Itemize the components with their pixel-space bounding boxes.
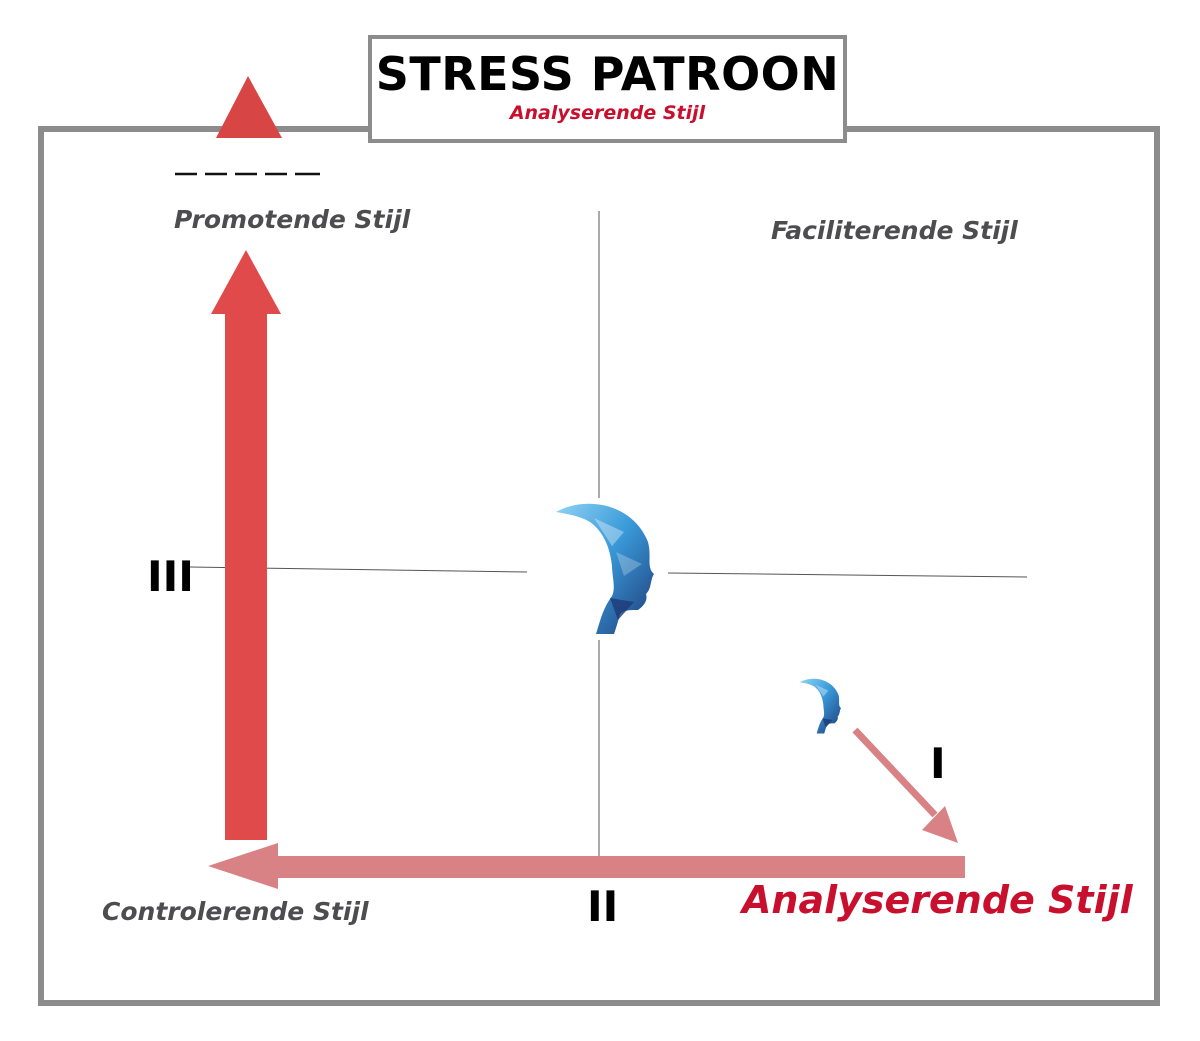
arrow-step3-shaft [225,312,267,840]
page-title: STRESS PATROON [375,47,840,101]
step-label-3: III [147,552,194,601]
step-label-2: II [587,882,619,931]
arrow-step1-shaft [852,727,938,818]
head-profile-icon [556,503,654,634]
quadrant-label-analyserende: Analyserende Stijl [742,878,1133,922]
step-label-1: I [930,739,946,788]
quadrant-label-promotende: Promotende Stijl [174,205,411,234]
small-head-profile-icon [799,678,841,734]
top-marker-triangle [216,76,282,138]
horizontal-axis-right [667,572,1028,578]
quadrant-label-controlerende: Controlerende Stijl [102,897,369,926]
arrow-step1-head [922,806,958,843]
page-subtitle: Analyserende Stijl [509,102,706,124]
arrow-step2-shaft [270,856,965,878]
arrow-step3-head [211,250,281,314]
quadrant-label-faciliterende: Faciliterende Stijl [771,216,1018,245]
title-box: STRESS PATROON Analyserende Stijl [368,35,847,143]
arrow-step2-head [208,843,278,889]
